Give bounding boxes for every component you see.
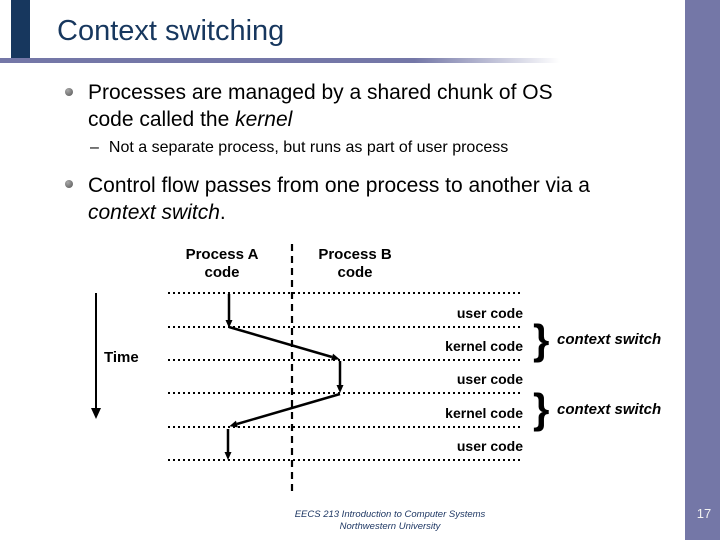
time-label: Time — [104, 349, 139, 366]
kernel-emphasis: kernel — [235, 108, 293, 131]
band-label-user-code-2: user code — [456, 371, 523, 387]
footer-university: Northwestern University — [339, 520, 441, 532]
footer: EECS 213 Introduction to Computer System… — [190, 509, 590, 532]
title-accent-bar — [11, 0, 30, 63]
sub-bullet-text: Not a separate process, but runs as part… — [108, 139, 509, 156]
page-title: Context switching — [57, 15, 285, 47]
band-label-kernel-code-1: kernel code — [445, 338, 523, 354]
curly-brace-2: } — [533, 385, 550, 432]
sub-bullet-dash: – — [90, 139, 99, 156]
context-switch-label-2: context switch — [557, 401, 662, 418]
process-a-label: Process A code — [185, 246, 259, 281]
time-arrow — [91, 293, 101, 419]
bullet-2-line-2: context switch. — [88, 201, 226, 224]
band-label-user-code-1: user code — [456, 305, 523, 321]
process-b-label: Process B code — [318, 246, 392, 281]
bullet-2-line-1: Control flow passes from one process to … — [88, 174, 590, 197]
band-label-kernel-code-2: kernel code — [445, 405, 523, 421]
bullet-icon — [65, 180, 73, 188]
band-label-user-code-3: user code — [456, 438, 523, 454]
bullet-1-line-2: code called the kernel — [88, 108, 293, 131]
bullet-1: Processes are managed by a shared chunk … — [88, 79, 553, 133]
right-sidebar-bar — [685, 0, 720, 540]
control-flow-arrows — [224, 294, 344, 460]
bullet-1-line-1: Processes are managed by a shared chunk … — [88, 81, 553, 104]
sub-bullet-1: –Not a separate process, but runs as par… — [90, 138, 508, 158]
context-switch-emphasis: context switch — [88, 201, 220, 224]
bullet-2: Control flow passes from one process to … — [88, 172, 590, 226]
bullet-icon — [65, 88, 73, 96]
curly-brace-1: } — [533, 316, 550, 363]
page-number: 17 — [696, 506, 712, 521]
context-switch-label-1: context switch — [557, 331, 662, 348]
title-underline — [0, 58, 560, 63]
footer-course: EECS 213 Introduction to Computer System… — [294, 509, 486, 520]
